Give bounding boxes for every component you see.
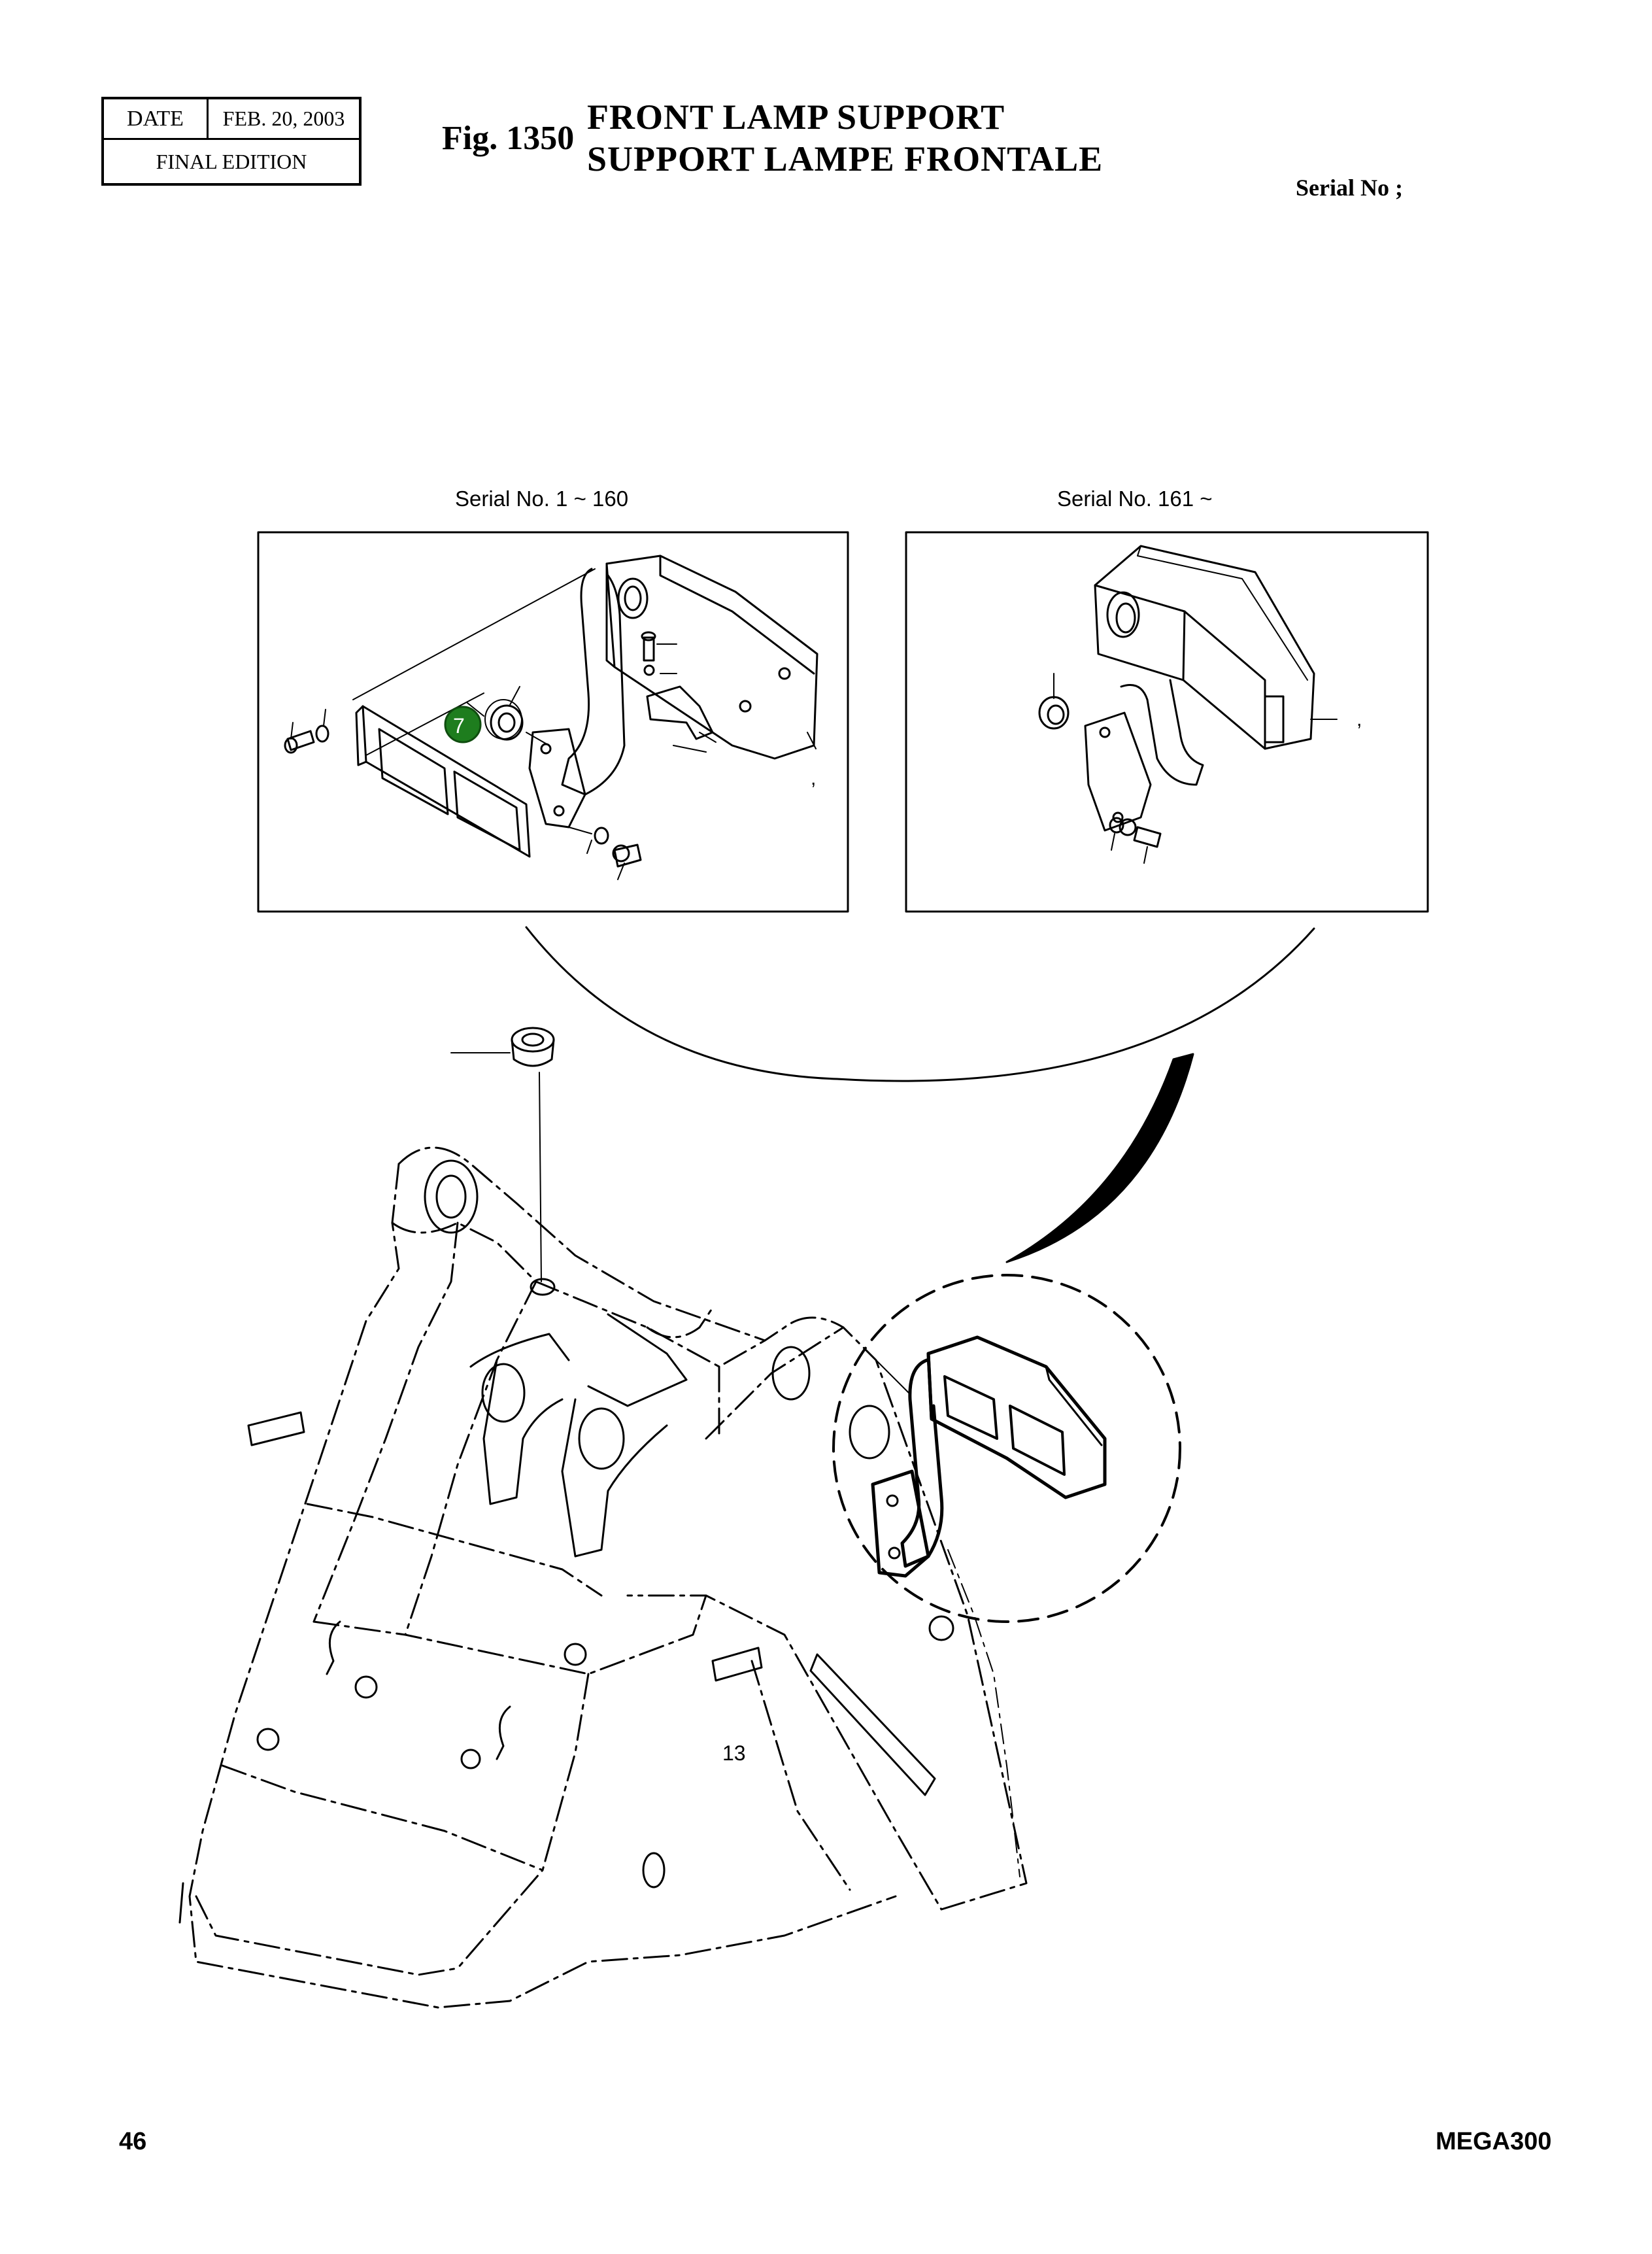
connector-curve — [525, 926, 1315, 1082]
callout-7-label: 7 — [453, 714, 465, 738]
main-frame — [188, 1146, 1028, 2009]
connector-swoosh — [1005, 1053, 1194, 1263]
inset-left-caption: Serial No. 1 ~ 160 — [455, 487, 629, 511]
date-value: FEB. 20, 2003 — [222, 107, 345, 130]
date-row: DATE FEB. 20, 2003 — [104, 99, 359, 140]
title-french: SUPPORT LAMPE FRONTALE — [587, 139, 1104, 179]
lens-frame-left — [362, 705, 531, 858]
date-label: DATE — [104, 99, 209, 138]
detail-circle — [832, 1274, 1181, 1877]
frame-details — [178, 1159, 954, 1924]
mounting-plate-right — [1084, 711, 1152, 832]
grommet-top — [450, 1027, 555, 1282]
inset-right: , — [905, 531, 1429, 913]
edition-label: FINAL EDITION — [156, 150, 307, 173]
callout-comma-right: , — [1357, 709, 1362, 730]
callout-13: 13 — [722, 1741, 746, 1765]
inset-right-caption: Serial No. 161 ~ — [1057, 487, 1213, 511]
callout-comma-left: , — [811, 768, 816, 789]
figure-number: Fig. 1350 — [442, 120, 575, 157]
inset-left: 7 , — [257, 531, 849, 913]
lamp-housing-left — [605, 555, 818, 760]
serial-number-label: Serial No ; — [1296, 175, 1403, 201]
title-english: FRONT LAMP SUPPORT — [587, 97, 1005, 137]
mounting-plate-left — [528, 728, 586, 828]
callout-7-highlight — [444, 706, 482, 743]
bracket-arm-left — [561, 568, 626, 796]
lamp-housing-right — [1094, 545, 1315, 750]
model-name: MEGA300 — [1436, 2128, 1552, 2155]
page-number: 46 — [119, 2128, 147, 2155]
date-box: DATE FEB. 20, 2003 FINAL EDITION — [101, 97, 362, 186]
bracket-arm-right — [1120, 679, 1204, 786]
